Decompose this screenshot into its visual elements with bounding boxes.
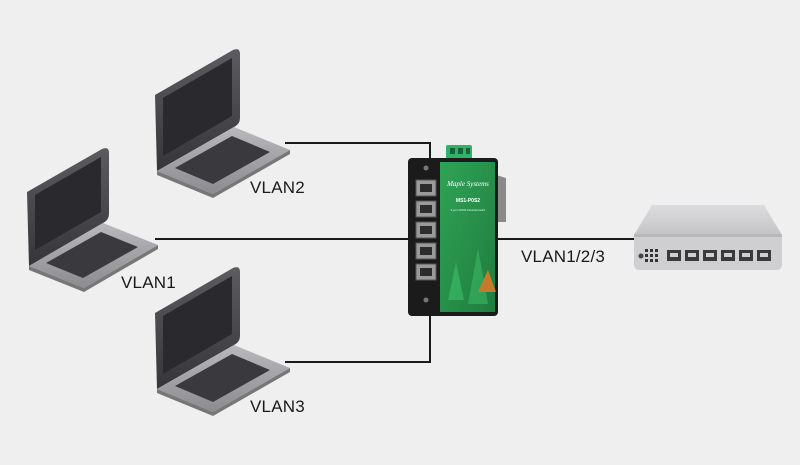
label-vlan3: VLAN3 [250,397,305,416]
switch-brand: Maple Systems [446,180,489,188]
industrial-switch: Maple Systems MS1-P0S2 5-port 10/100 ind… [408,145,506,316]
laptop-vlan3 [155,267,290,416]
cable-vlan3 [285,315,431,363]
cables [155,142,635,363]
switch-tagline: 5-port 10/100 industrial switch [451,208,486,212]
router-led-grid [645,249,658,262]
switch-model: MS1-P0S2 [456,198,480,204]
cable-vlan2 [285,142,431,165]
label-vlan1: VLAN1 [121,273,176,292]
laptop-vlan2 [155,49,290,198]
laptop-vlan1 [27,148,158,292]
uplink-router [634,205,782,270]
label-vlan2: VLAN2 [250,178,305,197]
label-uplink: VLAN1/2/3 [521,247,606,266]
